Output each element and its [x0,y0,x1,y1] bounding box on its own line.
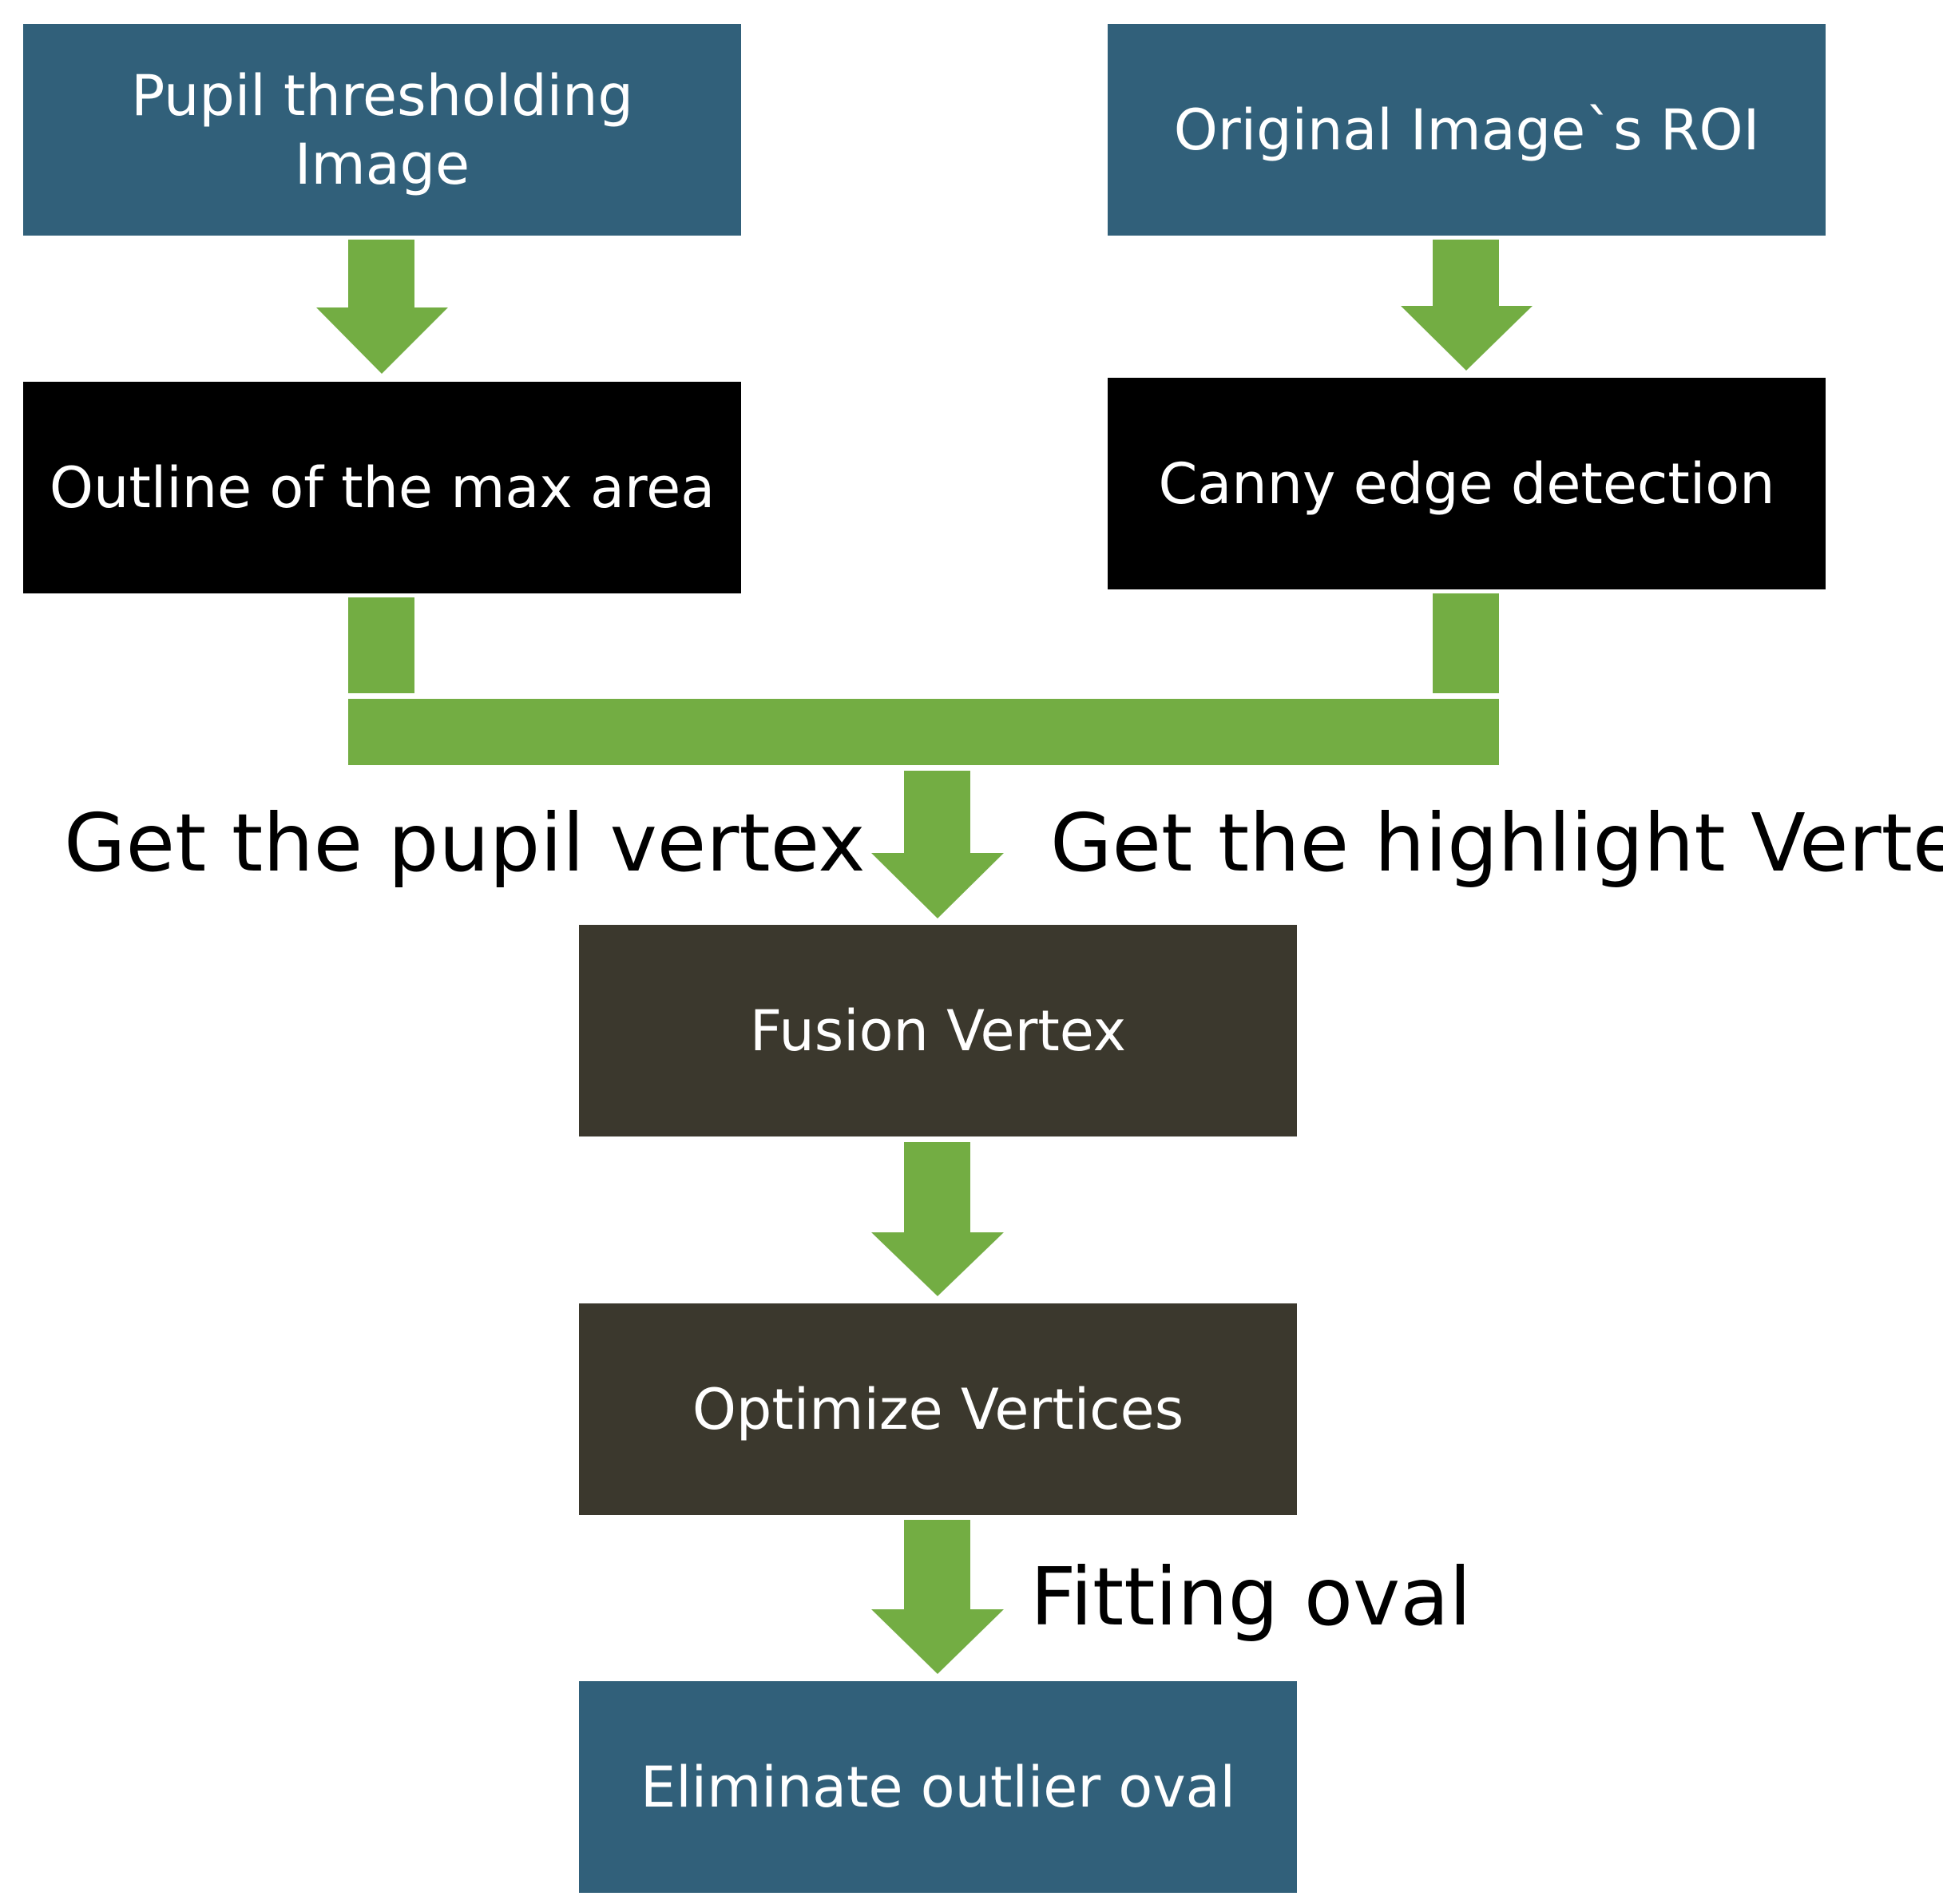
down-arrow-1 [316,240,448,374]
fusion-vertex-box: Fusion Vertex [579,925,1297,1136]
outline-max-area-box: Outline of the max area [23,382,741,593]
canny-edge-box: Canny edge detection [1108,378,1826,589]
pupil-thresholding-line-1: Pupil thresholding [131,62,633,129]
merge-stub-left [348,597,414,693]
original-roi-box: Original Image`s ROI [1108,24,1826,236]
fitting-oval-label: Fitting oval [1030,1550,1472,1644]
down-arrow-4 [871,1142,1004,1296]
down-arrow-3 [871,771,1004,918]
canny-edge-text: Canny edge detection [1158,450,1775,517]
optimize-vertices-box: Optimize Vertices [579,1303,1297,1515]
optimize-vertices-text: Optimize Vertices [692,1376,1184,1442]
down-arrow-2 [1401,240,1533,371]
pupil-thresholding-line-2: Image [294,131,470,197]
fusion-vertex-text: Fusion Vertex [749,998,1127,1064]
eliminate-outlier-text: Eliminate outlier oval [640,1754,1235,1820]
merge-stub-right [1433,593,1499,693]
eliminate-outlier-box: Eliminate outlier oval [579,1681,1297,1893]
original-roi-text: Original Image`s ROI [1173,97,1760,163]
down-arrow-5 [871,1520,1004,1674]
outline-max-area-text: Outline of the max area [49,454,716,521]
pupil-thresholding-text: Pupil thresholding Image [131,61,633,199]
pupil-thresholding-box: Pupil thresholding Image [23,24,741,236]
highlight-vertex-label: Get the highlight Vertex [1050,796,1943,890]
pupil-vertex-label: Get the pupil vertex [64,796,866,890]
merge-bar [348,699,1499,765]
